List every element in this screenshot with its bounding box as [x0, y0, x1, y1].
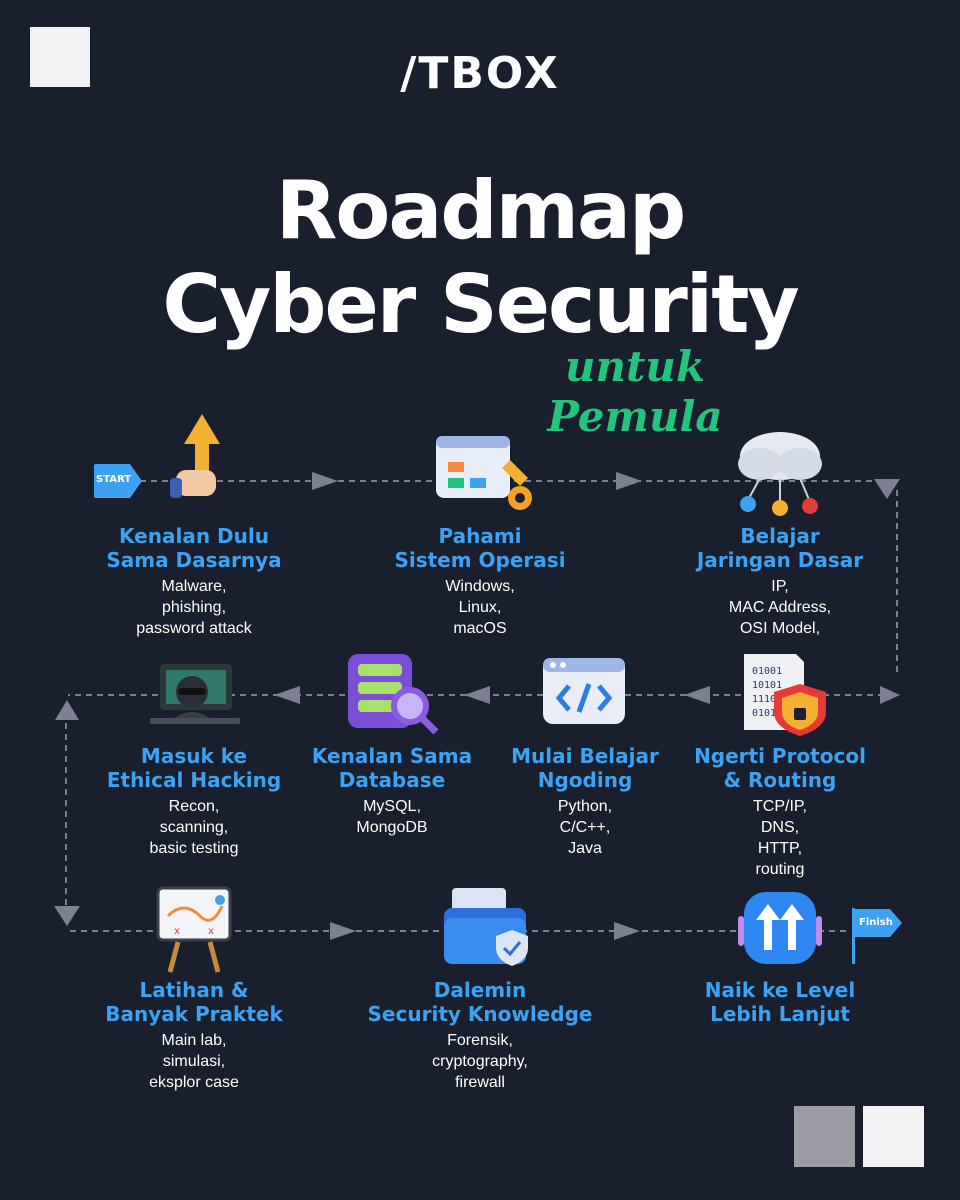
step-description: Main lab, simulasi, eksplor case: [149, 1032, 239, 1091]
step-title: Latihan & Banyak Praktek: [105, 978, 283, 1026]
step-title: Mulai Belajar Ngoding: [511, 744, 659, 792]
binary-shield-icon: 01001 10101 11100 01011: [660, 650, 900, 740]
step-title: Dalemin Security Knowledge: [367, 978, 593, 1026]
arrow-right-icon: [330, 922, 356, 940]
roadmap-step-5: Mulai Belajar Ngoding Python, C/C++, Jav…: [465, 640, 705, 870]
step-title: Kenalan Sama Database: [311, 744, 473, 792]
page-title-line2: Cyber Security: [162, 258, 799, 351]
roadmap-step-10: Naik ke Level Lebih Lanjut: [660, 880, 900, 1040]
step-description: Forensik, cryptography, firewall: [432, 1032, 528, 1091]
step-description: TCP/IP, DNS, HTTP, routing: [753, 798, 807, 878]
start-flag: START: [92, 462, 144, 500]
finish-flag: Finish: [850, 906, 906, 966]
svg-text:x: x: [208, 926, 214, 937]
roadmap-step-2: Pahami Sistem Operasi Windows, Linux, ma…: [360, 410, 600, 640]
step-title: Ngerti Protocol & Routing: [694, 744, 866, 792]
svg-text:01011: 01011: [752, 708, 782, 719]
svg-text:11100: 11100: [752, 694, 782, 705]
secure-folder-icon: [360, 886, 600, 976]
roadmap-step-6: Kenalan Sama Database MySQL, MongoDB: [272, 640, 512, 870]
svg-text:10101: 10101: [752, 680, 782, 691]
step-description: IP, MAC Address, OSI Model,: [728, 578, 832, 637]
arrow-right-icon: [614, 922, 640, 940]
step-description: Windows, Linux, macOS: [445, 578, 515, 637]
step-description: Recon, scanning, basic testing: [149, 798, 239, 857]
flag-shape: [855, 909, 902, 937]
pointing-hand-icon: [74, 410, 314, 500]
step-description: Malware, phishing, password attack: [136, 578, 252, 637]
arrow-left-icon: [464, 686, 490, 704]
hacker-laptop-icon: [74, 658, 314, 748]
flag-pole: [852, 908, 855, 964]
step-description: Python, C/C++, Java: [557, 798, 613, 857]
svg-text:01001: 01001: [752, 666, 782, 677]
page-subtitle: untuk Pemula: [547, 342, 723, 441]
arrow-left-icon: [274, 686, 300, 704]
strategy-board-icon: x x: [74, 886, 314, 976]
roadmap-step-4: 01001 10101 11100 01011 Ngerti Protocol …: [660, 640, 900, 890]
roadmap-step-3: Belajar Jaringan Dasar IP, MAC Address, …: [660, 410, 900, 640]
roadmap-step-8: x x Latihan & Banyak Praktek Main lab, s…: [74, 880, 314, 1100]
step-title: Belajar Jaringan Dasar: [696, 524, 864, 572]
start-flag-label: START: [96, 474, 132, 485]
step-title: Masuk ke Ethical Hacking: [106, 744, 282, 792]
flag-shape: [94, 464, 142, 498]
arrow-down-icon: [54, 906, 80, 926]
step-title: Kenalan Dulu Sama Dasarnya: [106, 524, 282, 572]
decor-square-top-left: [30, 27, 90, 87]
roadmap-step-9: Dalemin Security Knowledge Forensik, cry…: [360, 880, 600, 1100]
database-search-icon: [272, 648, 512, 738]
code-window-icon: [465, 654, 705, 744]
finish-flag-label: Finish: [859, 917, 893, 928]
level-up-arrows-icon: [660, 886, 900, 976]
arrow-left-icon: [684, 686, 710, 704]
arrow-right-icon: [616, 472, 642, 490]
arrow-down-icon: [874, 479, 900, 499]
roadmap-step-7: Masuk ke Ethical Hacking Recon, scanning…: [74, 640, 314, 870]
brand-logo: /TBOX: [400, 48, 560, 99]
svg-text:x: x: [174, 926, 180, 937]
decor-square-bottom-gray: [794, 1106, 855, 1167]
roadmap-step-1: Kenalan Dulu Sama Dasarnya Malware, phis…: [74, 410, 314, 640]
system-tools-icon: [360, 432, 600, 522]
arrow-up-icon: [55, 700, 79, 720]
step-title: Naik ke Level Lebih Lanjut: [704, 978, 856, 1026]
page-title-line1: Roadmap: [275, 164, 686, 257]
decor-square-bottom-white: [863, 1106, 924, 1167]
step-description: MySQL, MongoDB: [356, 798, 428, 836]
step-title: Pahami Sistem Operasi: [394, 524, 566, 572]
cloud-network-icon: [660, 428, 900, 518]
arrow-right-icon: [880, 686, 900, 704]
arrow-right-icon: [312, 472, 338, 490]
